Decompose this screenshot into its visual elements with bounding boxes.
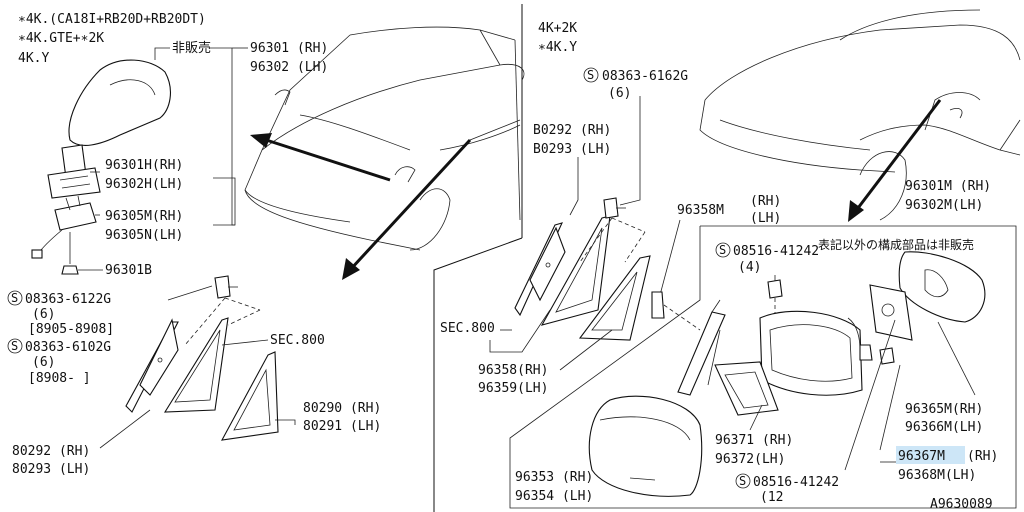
label-96359: 96359(LH) xyxy=(478,381,548,396)
label-96301H: 96301H(RH) xyxy=(105,158,183,173)
label-screw-08363-6122G: 08363-6122G xyxy=(25,292,111,307)
mirror-assembly-right xyxy=(588,251,986,497)
label-80292: 80292 (RH) xyxy=(12,444,90,459)
label-96371: 96371 (RH) xyxy=(715,433,793,448)
header-left-line1: ∗4K.(CA18I+RB20D+RB20DT) xyxy=(18,12,206,27)
label-screw-08516-41242-a: 08516-41242 xyxy=(733,244,819,259)
header-right-line2: ∗4K.Y xyxy=(538,40,577,55)
label-80293: 80293 (LH) xyxy=(12,462,90,477)
label-96302H: 96302H(LH) xyxy=(105,177,183,192)
header-right-line1: 4K+2K xyxy=(538,21,577,36)
label-B0293: B0293 (LH) xyxy=(533,142,611,157)
header-left-line2: ∗4K.GTE+∗2K xyxy=(18,31,104,46)
screw-symbol-icon: S xyxy=(735,473,751,489)
label-screw-08516-41242-b: 08516-41242 xyxy=(753,475,839,490)
label-96354: 96354 (LH) xyxy=(515,489,593,504)
screw-symbol-icon: S xyxy=(7,290,23,306)
label-96368M: 96368M(LH) xyxy=(898,468,976,483)
car-illustration-left xyxy=(244,26,525,251)
label-B0292: B0292 (RH) xyxy=(533,123,611,138)
svg-text:S: S xyxy=(719,243,726,257)
label-96358: 96358(RH) xyxy=(478,363,548,378)
label-screw1-date: [8905-8908] xyxy=(28,322,114,337)
label-sec800-right: SEC.800 xyxy=(440,321,495,336)
svg-text:S: S xyxy=(739,474,746,488)
left-callout-lines xyxy=(78,47,248,271)
label-screw2-date: [8908- ] xyxy=(28,371,91,386)
svg-text:S: S xyxy=(587,68,594,82)
header-left-line3: 4K.Y xyxy=(18,51,49,66)
svg-text:S: S xyxy=(11,339,18,353)
highlight-96367M xyxy=(896,446,965,464)
label-96366M: 96366M(LH) xyxy=(905,420,983,435)
label-96372: 96372(LH) xyxy=(715,452,785,467)
label-screw-08363-6102G: 08363-6102G xyxy=(25,340,111,355)
label-screw-08363-6162G: 08363-6162G xyxy=(602,69,688,84)
label-components-note: 表記以外の構成部品は非販売 xyxy=(818,237,974,252)
label-screw5-qty: (12 xyxy=(760,490,783,505)
label-96353: 96353 (RH) xyxy=(515,470,593,485)
label-80291: 80291 (LH) xyxy=(303,419,381,434)
figure-id: A9630089 xyxy=(930,497,993,512)
label-96358M: 96358M xyxy=(677,203,724,218)
triangle-panels-right xyxy=(514,197,701,341)
label-96358M-lh: (LH) xyxy=(750,211,781,226)
label-96301B: 96301B xyxy=(105,263,152,278)
screw-symbol-icon: S xyxy=(583,67,599,83)
mirror-assembly-left xyxy=(31,59,171,275)
label-sec800-left: SEC.800 xyxy=(270,333,325,348)
car-illustration-right xyxy=(699,9,1021,221)
label-80290: 80290 (RH) xyxy=(303,401,381,416)
label-96301M: 96301M (RH) xyxy=(905,179,991,194)
pointer-arrow-right xyxy=(848,99,942,222)
section-dividers xyxy=(433,4,523,512)
label-screw1-qty: (6) xyxy=(32,307,55,322)
label-screw2-qty: (6) xyxy=(32,355,55,370)
label-96305M: 96305M(RH) xyxy=(105,209,183,224)
svg-text:S: S xyxy=(11,291,18,305)
label-96365M: 96365M(RH) xyxy=(905,402,983,417)
pointer-arrows-left xyxy=(250,133,472,280)
screw-symbol-icon: S xyxy=(7,338,23,354)
label-screw4-qty: (4) xyxy=(738,260,761,275)
components-inset-box xyxy=(509,225,1017,509)
label-96367M-rh: (RH) xyxy=(967,449,998,464)
triangle-panels-left xyxy=(99,275,296,449)
label-96302M: 96302M(LH) xyxy=(905,198,983,213)
label-not-sold: 非販売 xyxy=(172,40,211,56)
screw-symbol-icon: S xyxy=(715,242,731,258)
label-96367M: 96367M xyxy=(898,449,945,464)
label-96302: 96302 (LH) xyxy=(250,60,328,75)
label-96358M-rh: (RH) xyxy=(750,194,781,209)
label-96301: 96301 (RH) xyxy=(250,41,328,56)
label-96305N: 96305N(LH) xyxy=(105,228,183,243)
label-screw3-qty: (6) xyxy=(608,86,631,101)
